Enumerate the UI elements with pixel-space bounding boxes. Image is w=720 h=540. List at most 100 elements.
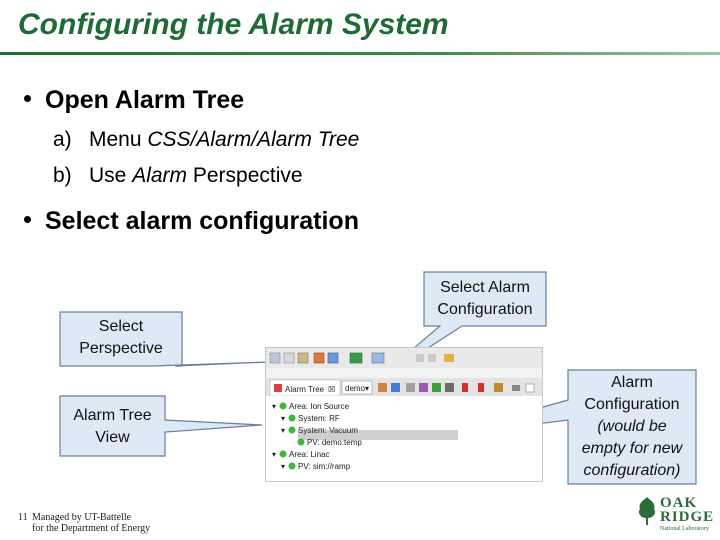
callout-line: Perspective <box>79 340 163 357</box>
subitem-text-suffix: Perspective <box>187 164 303 187</box>
callout-line: Select Alarm <box>440 279 530 296</box>
subitem-label: b) <box>53 164 72 187</box>
tree-row[interactable]: ▾ Area: Ion Source <box>272 402 350 411</box>
tree-row[interactable]: ▾ System: Vacuum <box>281 426 358 435</box>
callout-line: View <box>95 429 130 446</box>
alarm-icon <box>462 383 468 392</box>
callout-alarm-tree-view: Alarm Tree View <box>60 405 165 449</box>
callout-line: (would be <box>597 418 667 435</box>
expand-arrow-icon: ▾ <box>281 462 285 471</box>
tree-row-label: System: Vacuum <box>298 426 358 435</box>
expand-arrow-icon: ▾ <box>272 450 276 459</box>
subitem-text-menu-path: CSS/Alarm/Alarm Tree <box>147 128 360 151</box>
callout-select-alarm-config: Select Alarm Configuration <box>424 277 546 321</box>
callout-alarm-config-note: Alarm Configuration (would be empty for … <box>568 372 696 482</box>
callout-line: configuration) <box>583 462 681 479</box>
expand-arrow-icon: ▾ <box>281 426 285 435</box>
window-icon <box>371 352 385 364</box>
tree-row-label: PV: demo:temp <box>307 438 362 447</box>
maximize-icon <box>525 383 535 393</box>
subitem-text-plain: Menu <box>89 128 148 151</box>
print-icon <box>297 352 309 364</box>
logo-line2: RIDGE <box>660 509 715 525</box>
alarm-ok-icon <box>288 426 296 434</box>
subitem-label: a) <box>53 128 72 151</box>
tree-row[interactable]: ▾ System: RF <box>281 414 340 423</box>
view-toolbar-icons <box>378 383 535 393</box>
slide-title: Configuring the Alarm System <box>18 8 449 41</box>
chevron-down-icon: ▾ <box>365 384 369 393</box>
expand-arrow-icon: ▾ <box>272 402 276 411</box>
tab-close-icon: ☒ <box>328 385 335 394</box>
config-dropdown-value: demo <box>345 384 366 393</box>
footer-line2: for the Department of Energy <box>32 523 151 534</box>
logo-wordmark: OAK RIDGE <box>660 495 715 525</box>
subitem-text-perspective-name: Alarm <box>132 164 188 187</box>
selected-row-highlight <box>298 430 458 440</box>
bullet-text: Open Alarm Tree <box>45 86 245 114</box>
logo-line1: OAK <box>660 495 698 511</box>
subitem-perspective: b) Use Alarm Perspective <box>53 164 303 188</box>
select-perspective-icon <box>349 352 363 364</box>
callout-line: Configuration <box>437 301 533 318</box>
callout-line: Alarm Tree <box>73 407 152 424</box>
nav-back-icon <box>416 354 424 362</box>
callout-line: Alarm <box>611 374 653 391</box>
callout-line: empty for new <box>581 440 683 457</box>
callout-alarm-config-note-shape <box>439 369 697 485</box>
footer-line1: Managed by UT-Battelle <box>32 512 132 523</box>
alarm-ok-icon <box>288 414 296 422</box>
title-divider <box>0 52 720 55</box>
subitem-menu: a) Menu CSS/Alarm/Alarm Tree <box>53 128 359 152</box>
tree-row[interactable]: ▾ PV: sim://ramp <box>281 462 351 471</box>
settings-icon <box>406 383 415 392</box>
logo-subtitle: National Laboratory <box>660 526 709 532</box>
tree-row-label: Area: Ion Source <box>289 402 350 411</box>
edit-icon <box>494 383 503 392</box>
perspective-icon <box>327 352 339 364</box>
tree-row-label: System: RF <box>298 414 340 423</box>
alarm-ok-icon <box>279 450 287 458</box>
info-icon <box>391 383 400 392</box>
callout-alarm-tree-view-shape <box>59 395 263 457</box>
save-icon <box>283 352 295 364</box>
tree-row[interactable]: PV: demo:temp <box>297 438 363 447</box>
callout-select-perspective-shape <box>59 311 269 367</box>
callout-line: Select <box>98 318 144 335</box>
main-toolbar-icons <box>269 352 454 364</box>
search-icon <box>378 383 387 392</box>
bullet-open-alarm-tree: Open Alarm Tree <box>24 86 244 115</box>
tree-rows: ▾ Area: Ion Source ▾ System: RF ▾ System: Vac… <box>272 402 362 471</box>
bullet-select-config: Select alarm configuration <box>24 207 359 236</box>
alarm-ok-icon <box>288 462 296 470</box>
config-dropdown <box>341 380 373 395</box>
tab-alarm-tree-label: Alarm Tree <box>285 385 325 394</box>
tree-row-label: PV: sim://ramp <box>298 462 351 471</box>
alarm-ok-icon <box>297 438 305 446</box>
new-icon <box>269 352 281 364</box>
oak-leaf-logo-icon <box>638 497 656 525</box>
screenshot-canvas: Alarm Tree ☒ demo ▾ ▾ Area: Ion Source ▾ Sy… <box>266 348 542 481</box>
minimize-icon <box>512 385 520 391</box>
alarm-icon <box>478 383 484 392</box>
bullet-dot <box>24 215 31 223</box>
undo-icon <box>444 354 454 362</box>
alarm-tree-tab-icon <box>274 384 282 392</box>
tree-row-label: Area: Linac <box>289 450 329 459</box>
acknowledge-icon <box>432 383 441 392</box>
bullet-dot <box>24 94 31 102</box>
callout-select-perspective: Select Perspective <box>60 316 182 360</box>
page-number: 11 <box>18 512 28 523</box>
nav-forward-icon <box>428 354 436 362</box>
callout-line: Configuration <box>584 396 680 413</box>
alarm-ok-icon <box>279 402 287 410</box>
tree-icon <box>445 383 454 392</box>
subitem-text-plain: Use <box>89 164 133 187</box>
slide-footer: 11 Managed by UT-Battelle for the Departm… <box>18 512 150 534</box>
tree-row[interactable]: ▾ Area: Linac <box>272 450 329 459</box>
alarm-tree-screenshot: Alarm Tree ☒ demo ▾ ▾ Area: Ion Source ▾ Sy… <box>265 347 543 482</box>
filter-icon <box>419 383 428 392</box>
tool-icon <box>313 352 325 364</box>
expand-arrow-icon: ▾ <box>281 414 285 423</box>
